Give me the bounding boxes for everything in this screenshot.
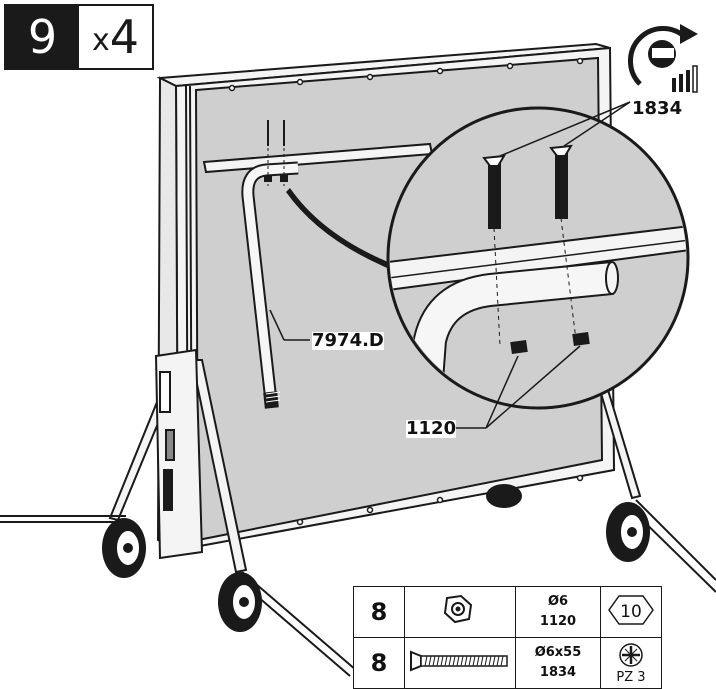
- side-post: [154, 348, 204, 560]
- pozidriv-icon: PZ 3: [600, 637, 662, 689]
- hex-10-socket-icon: 10: [600, 586, 662, 638]
- wheel-left: [102, 518, 146, 578]
- hex-nut-icon: [404, 586, 516, 638]
- parts-row: 8 Ø6 1120 10: [353, 586, 662, 638]
- tool-label: PZ 3: [616, 669, 646, 685]
- part-quantity: 8: [353, 586, 405, 638]
- part-spec: Ø6 1120: [515, 586, 601, 638]
- step-number: 9: [6, 6, 79, 68]
- step-multiplier: x 4: [79, 6, 152, 68]
- spec-size: Ø6: [547, 594, 569, 609]
- spec-size: Ø6x55: [534, 645, 582, 660]
- spec-ref: 1120: [539, 614, 577, 629]
- wheel-right: [606, 502, 650, 562]
- detail-zoom-circle: [386, 106, 690, 410]
- zoom-arrow: [286, 188, 392, 270]
- tool-label: 10: [620, 602, 642, 622]
- spec-ref: 1834: [539, 665, 577, 680]
- callout-bolt-1834: 1834: [632, 98, 683, 119]
- wheel-back: [486, 484, 522, 508]
- part-spec: Ø6x55 1834: [515, 637, 601, 689]
- wheel-front: [218, 572, 262, 632]
- multiplier-value: 4: [109, 10, 140, 64]
- multiplier-prefix: x: [91, 23, 110, 58]
- part-quantity: 8: [353, 637, 405, 689]
- parts-table: 8 Ø6 1120 10 8: [353, 586, 662, 689]
- tighten-wrench-icon: [628, 24, 698, 94]
- parts-row: 8 Ø6x55 1834: [353, 637, 662, 689]
- callout-handle-7974d: 7974.D: [312, 330, 384, 351]
- handle-bar: [241, 161, 299, 409]
- leader-lines: [269, 101, 631, 429]
- step-indicator: 9 x 4: [4, 4, 154, 70]
- callout-nut-1120: 1120: [406, 418, 457, 439]
- small-bolts: [264, 120, 288, 186]
- countersunk-bolt-icon: [404, 637, 516, 689]
